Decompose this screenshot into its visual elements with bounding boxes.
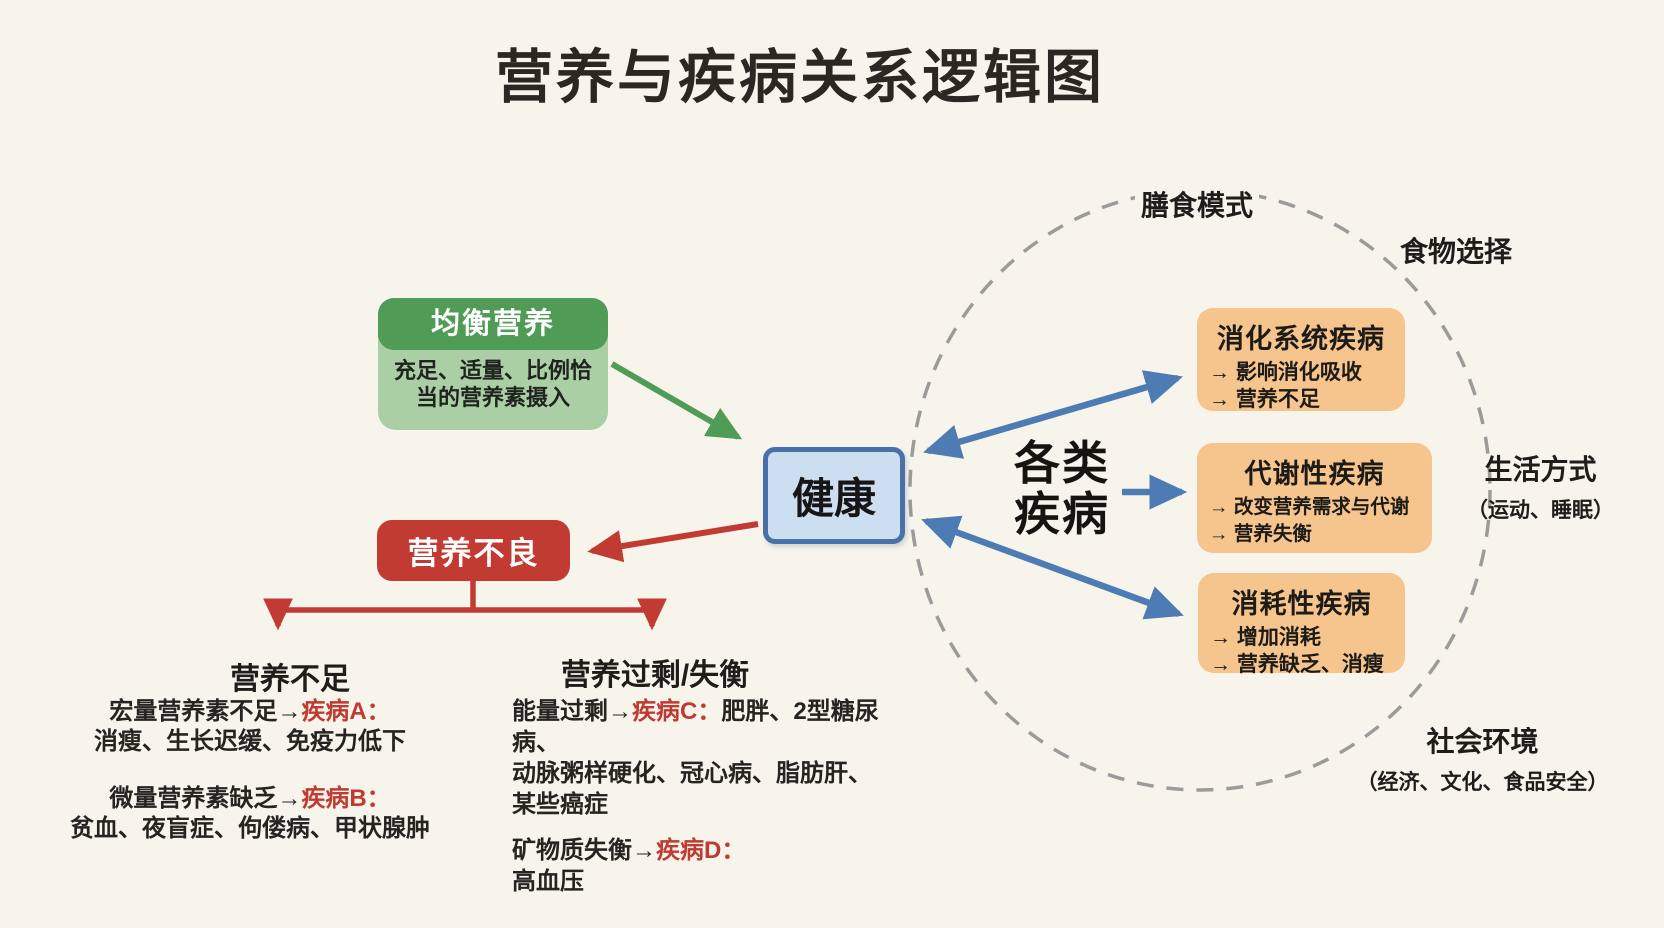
- undernutrition-heading: 营养不足: [230, 663, 350, 696]
- mineral-imbalance-outcome: 高血压: [512, 868, 584, 895]
- malnutrition-node: 营养不良: [377, 520, 570, 581]
- micro-deficiency-line: 微量营养素缺乏→疾病B：: [109, 785, 391, 812]
- lifestyle-detail: （运动、睡眠）: [1467, 499, 1614, 522]
- health-node: 健康: [763, 447, 905, 544]
- digestive-disease-title: 消化系统疾病: [1217, 324, 1385, 354]
- energy-excess-line: 能量过剩→疾病C：肥胖、2型糖尿病、: [512, 698, 879, 756]
- metabolic-effect-2: → 营养失衡: [1209, 523, 1312, 545]
- social-environment-detail: （经济、文化、食品安全）: [1356, 771, 1609, 794]
- food-choice-label: 食物选择: [1400, 236, 1513, 267]
- balanced-nutrition-title: 均衡营养: [378, 298, 608, 350]
- digestive-effect-2: → 营养不足: [1209, 388, 1320, 411]
- mineral-imbalance-line: 矿物质失衡→疾病D：: [512, 837, 746, 864]
- energy-excess-outcomes-3: 某些癌症: [512, 791, 608, 818]
- disease-a-label: 疾病A：: [301, 698, 391, 725]
- energy-excess-outcomes-2: 动脉粥样硬化、冠心病、脂肪肝、: [512, 760, 872, 787]
- digestive-effect-1: → 影响消化吸收: [1209, 361, 1362, 384]
- lifestyle-label: 生活方式 （运动、睡眠）: [1448, 448, 1633, 524]
- disease-d-label: 疾病D：: [656, 837, 746, 864]
- malnutrition-branch-connector: [278, 581, 652, 613]
- metabolic-disease-title: 代谢性疾病: [1244, 459, 1385, 489]
- overnutrition-details: 能量过剩→疾病C：肥胖、2型糖尿病、 动脉粥样硬化、冠心病、脂肪肝、 某些癌症 …: [512, 696, 912, 897]
- dietary-pattern-label: 膳食模式: [1135, 184, 1260, 224]
- arrow-health-to-malnutrition: [587, 521, 759, 563]
- disease-b-label: 疾病B：: [301, 785, 391, 812]
- arrow-health-wasting: [921, 515, 1184, 620]
- diseases-hub-label: 各类 疾病: [1014, 437, 1110, 540]
- wasting-effect-1: → 增加消耗: [1210, 626, 1321, 649]
- macro-deficiency-outcomes: 消瘦、生长迟缓、免疫力低下: [94, 728, 406, 755]
- arrow-balanced-to-health: [610, 361, 743, 440]
- undernutrition-details: 宏量营养素不足→疾病A： 消瘦、生长迟缓、免疫力低下 微量营养素缺乏→疾病B： …: [58, 697, 442, 844]
- overnutrition-heading: 营养过剩/失衡: [560, 659, 750, 692]
- metabolic-effect-1: → 改变营养需求与代谢: [1209, 496, 1410, 518]
- page-title: 营养与疾病关系逻辑图: [494, 45, 1105, 110]
- metabolic-disease-box: 代谢性疾病 → 改变营养需求与代谢 → 营养失衡: [1197, 443, 1432, 553]
- disease-c-label: 疾病C：: [632, 698, 722, 725]
- wasting-effect-2: → 营养缺乏、消瘦: [1210, 653, 1384, 676]
- arrow-health-digestive: [923, 370, 1183, 459]
- digestive-disease-box: 消化系统疾病 → 影响消化吸收 → 营养不足: [1197, 308, 1405, 411]
- social-environment-label: 社会环境 （经济、文化、食品安全）: [1340, 720, 1625, 796]
- balanced-nutrition-description: 充足、适量、比例恰 当的营养素摄入: [393, 358, 592, 410]
- wasting-disease-title: 消耗性疾病: [1231, 589, 1372, 619]
- wasting-disease-box: 消耗性疾病 → 增加消耗 → 营养缺乏、消瘦: [1198, 573, 1405, 676]
- balanced-nutrition-box: 均衡营养 充足、适量、比例恰 当的营养素摄入: [378, 298, 608, 430]
- micro-deficiency-outcomes: 贫血、夜盲症、佝偻病、甲状腺肿: [70, 815, 430, 842]
- macro-deficiency-line: 宏量营养素不足→疾病A：: [109, 698, 391, 725]
